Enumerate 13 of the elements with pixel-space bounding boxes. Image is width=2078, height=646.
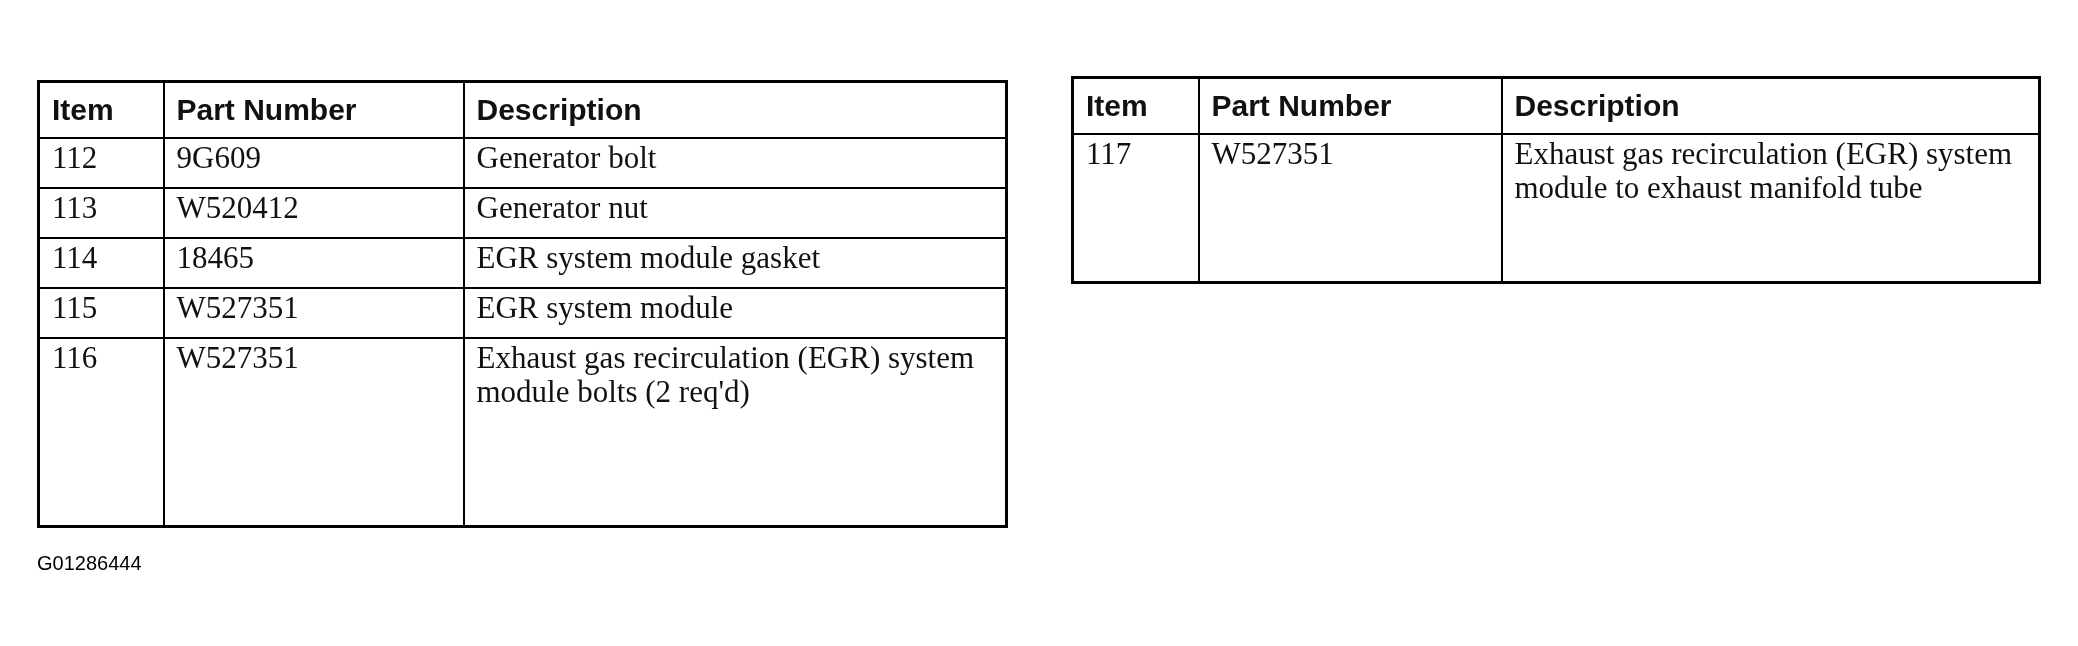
table-cell: 113	[38, 188, 164, 238]
table-cell: 116	[38, 338, 164, 527]
table-cell: 114	[38, 238, 164, 288]
column-header: Part Number	[1198, 77, 1502, 134]
column-header: Part Number	[163, 81, 464, 138]
table-cell: W527351	[163, 288, 464, 338]
table-cell: W527351	[163, 338, 464, 527]
column-header: Item	[1072, 77, 1199, 134]
table-cell: 115	[38, 288, 164, 338]
table-cell: 18465	[163, 238, 464, 288]
column-header: Item	[38, 81, 164, 138]
table-cell: W520412	[163, 188, 464, 238]
figure-code: G01286444	[37, 552, 142, 575]
